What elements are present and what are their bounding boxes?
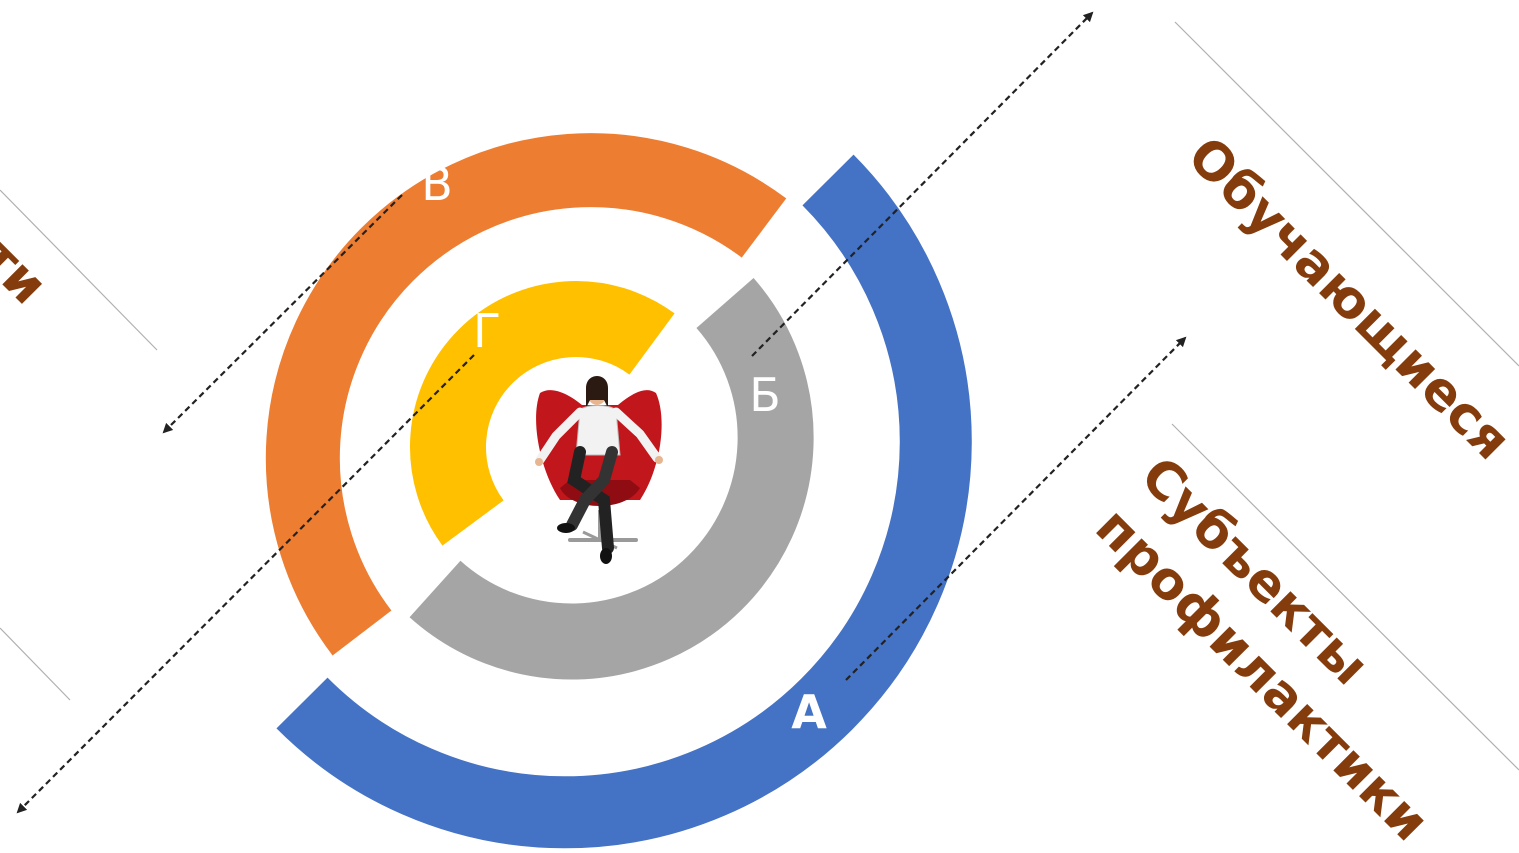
divider-line-left-bottom xyxy=(0,627,71,701)
dashed-arrow-lower-left xyxy=(16,354,475,814)
dashed-arrow-right xyxy=(845,336,1187,681)
ring-g-arc xyxy=(410,281,675,546)
dashed-arrow-top xyxy=(751,11,1094,357)
label-obuchayushchiesya: Обучающиеся xyxy=(1176,126,1519,472)
divider-line-left-top xyxy=(0,189,158,351)
dashed-arrow-upper-left xyxy=(162,194,403,434)
ring-v-arc xyxy=(265,133,787,656)
ring-v-letter: В xyxy=(421,157,453,211)
divider-line-mid-right xyxy=(1171,423,1519,771)
ring-a-arc xyxy=(276,154,972,849)
ring-b-letter: Б xyxy=(749,368,781,422)
ring-b-arc xyxy=(409,277,814,680)
ring-a-letter: А xyxy=(791,685,827,739)
ring-g-letter: Г xyxy=(473,304,501,358)
person-in-armchair-icon xyxy=(535,376,663,564)
divider-line-top-right xyxy=(1174,21,1519,367)
